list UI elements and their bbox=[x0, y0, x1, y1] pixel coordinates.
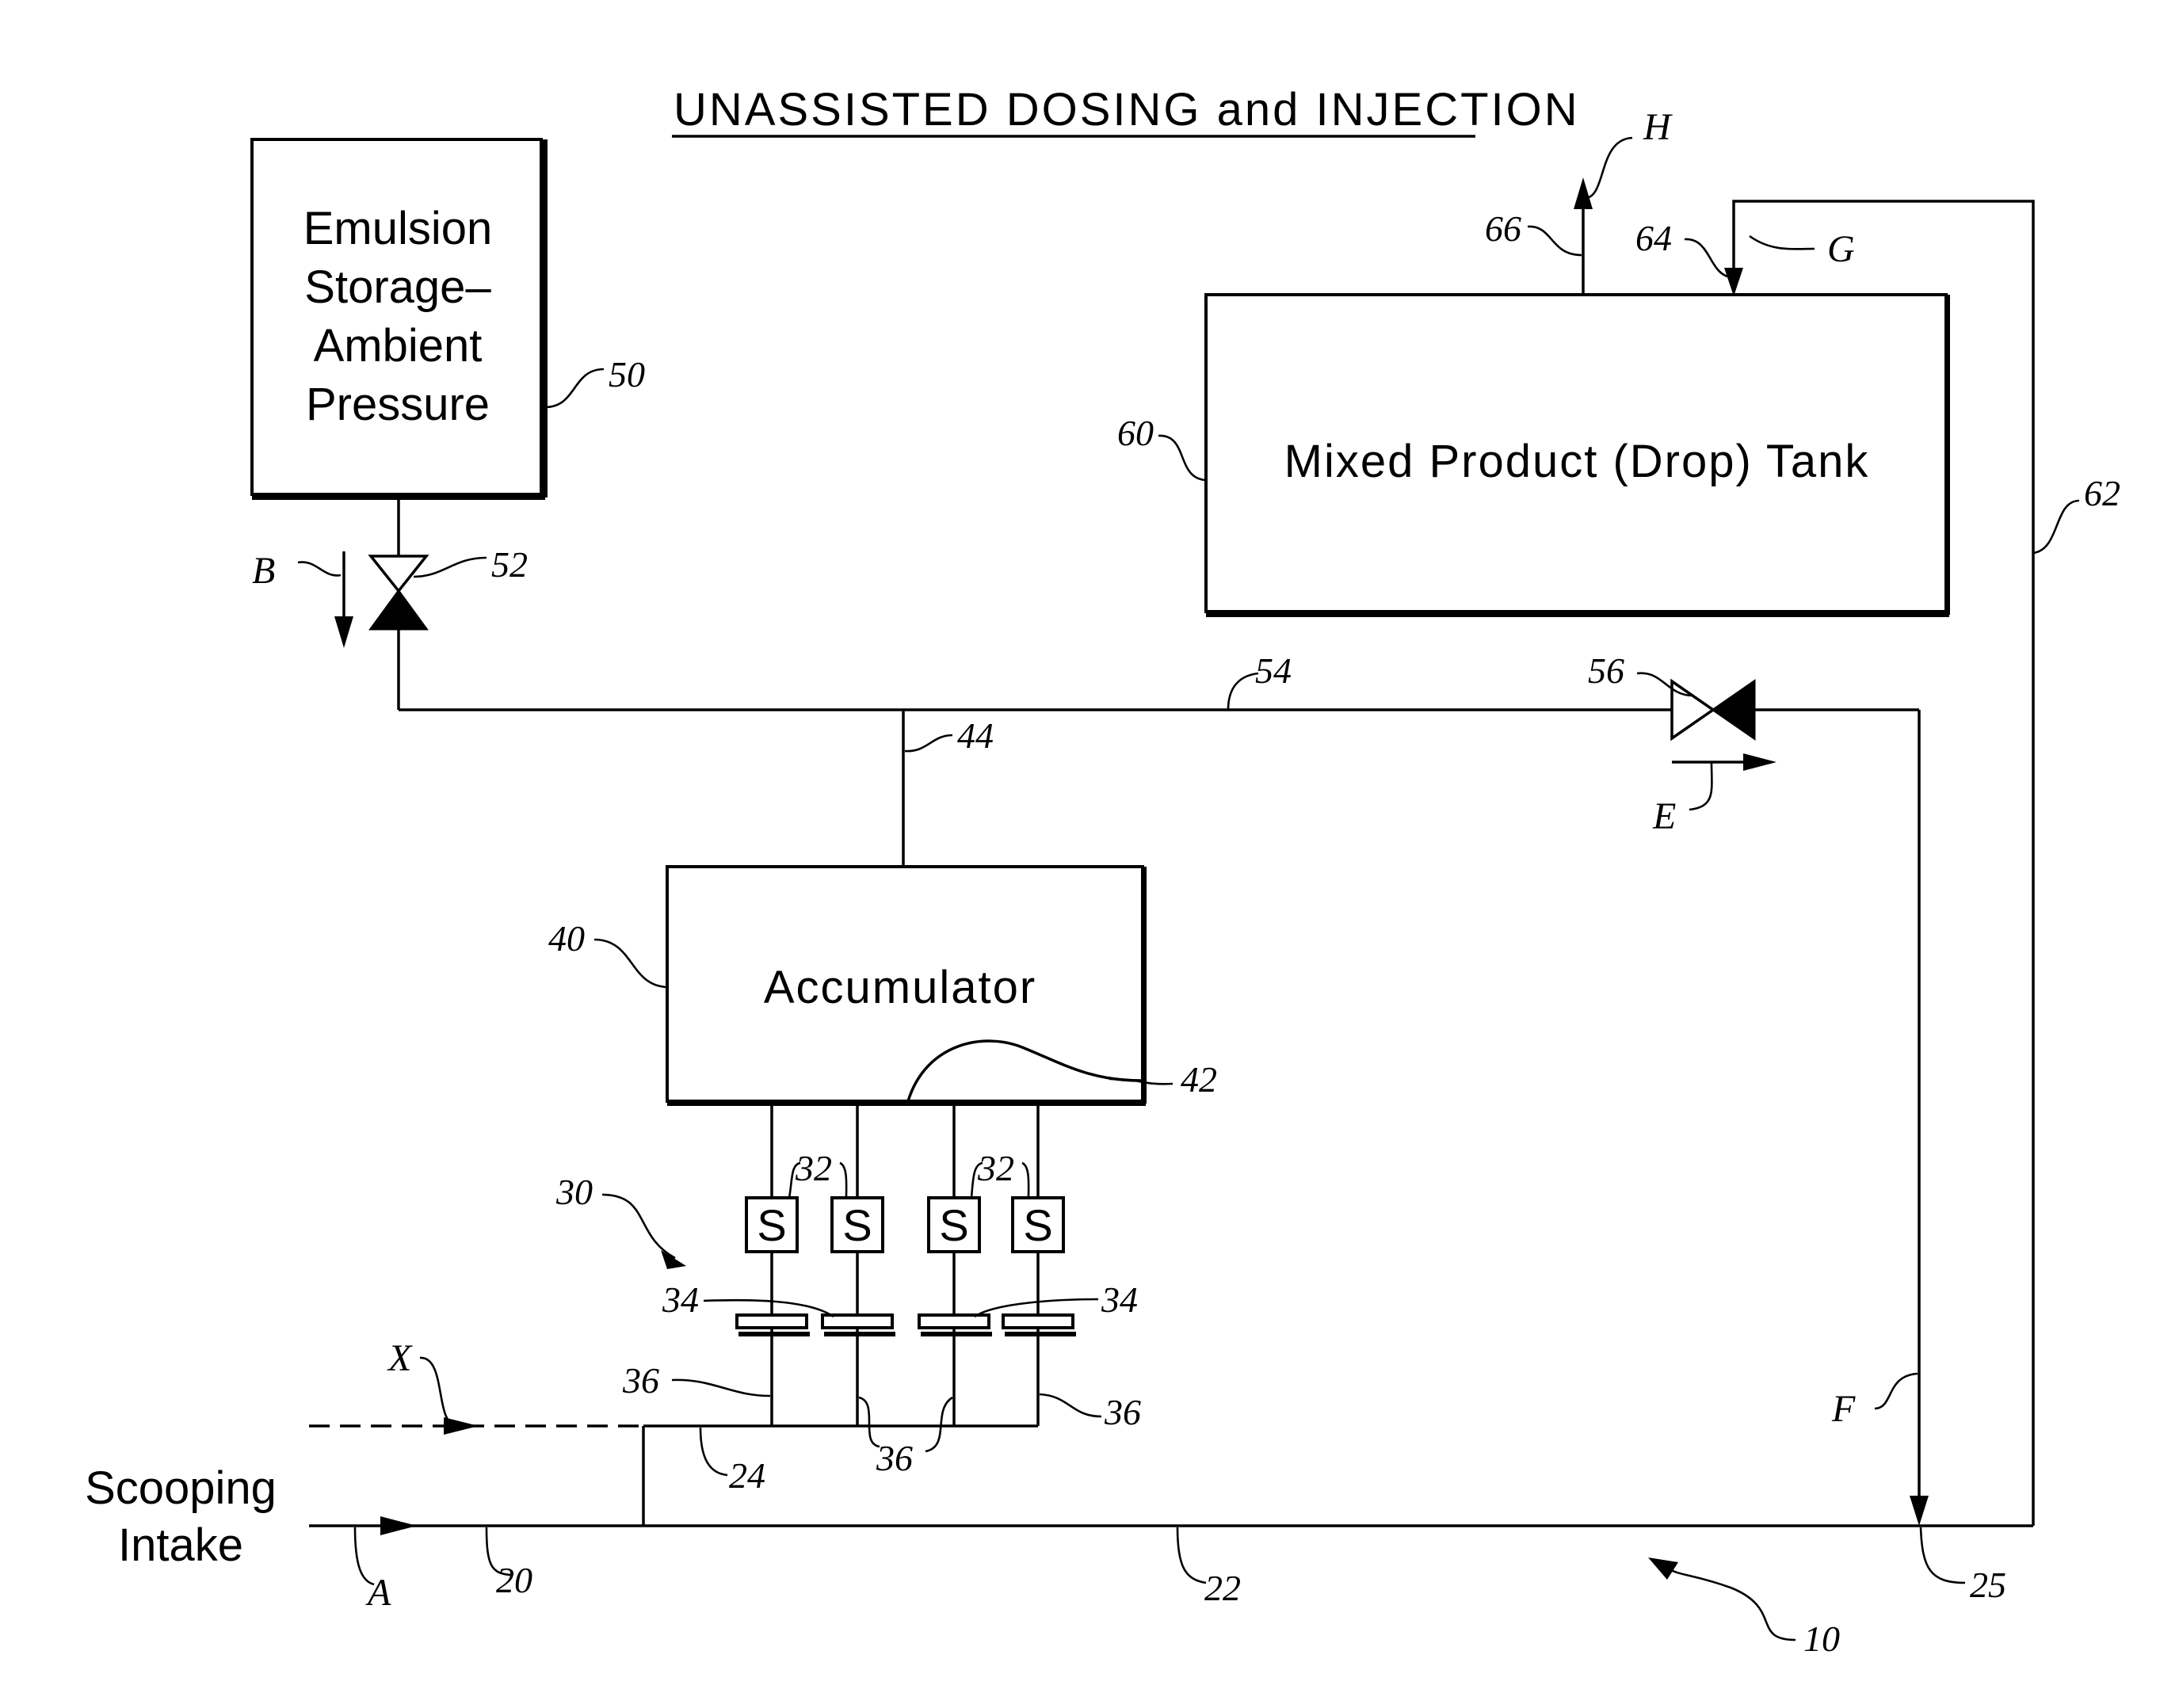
flow-e-arrowhead bbox=[1743, 753, 1776, 771]
ref-42: 42 bbox=[1181, 1059, 1217, 1100]
solenoid-3: S bbox=[929, 1198, 979, 1252]
leader-30 bbox=[602, 1195, 675, 1258]
emulsion-storage-label-3: Ambient bbox=[314, 320, 483, 372]
flow-label-a: A bbox=[365, 1572, 391, 1614]
leader-h bbox=[1585, 138, 1632, 198]
accumulator-label: Accumulator bbox=[764, 962, 1036, 1013]
leader-x bbox=[420, 1358, 453, 1424]
arrow-10-head bbox=[1648, 1557, 1678, 1580]
scooping-intake-label-1: Scooping bbox=[85, 1462, 277, 1514]
ref-32-right: 32 bbox=[977, 1148, 1014, 1188]
ref-25: 25 bbox=[1970, 1565, 2006, 1605]
leader-b bbox=[298, 562, 341, 576]
solenoid-2: S bbox=[832, 1198, 883, 1252]
ref-66: 66 bbox=[1485, 208, 1521, 249]
flow-h-arrowhead bbox=[1574, 177, 1593, 209]
leader-64 bbox=[1685, 239, 1732, 277]
flow-f-arrowhead bbox=[1910, 1496, 1929, 1526]
ref-22: 22 bbox=[1204, 1568, 1241, 1608]
leader-32-left-b bbox=[840, 1163, 846, 1198]
solenoid-4: S bbox=[1013, 1198, 1063, 1252]
leader-32-right-b bbox=[1022, 1163, 1028, 1198]
leader-54 bbox=[1228, 673, 1258, 710]
emulsion-storage-label-4: Pressure bbox=[306, 379, 490, 430]
flow-label-b: B bbox=[252, 550, 275, 592]
leader-e bbox=[1689, 762, 1712, 810]
leader-36-c bbox=[925, 1397, 952, 1451]
ref-62: 62 bbox=[2084, 473, 2120, 513]
leader-66 bbox=[1528, 227, 1582, 255]
ref-30: 30 bbox=[555, 1172, 593, 1212]
ref-34-right: 34 bbox=[1101, 1279, 1138, 1320]
nozzle-plate-3 bbox=[919, 1315, 992, 1334]
leader-50 bbox=[545, 369, 604, 407]
diagram-title: UNASSISTED DOSING and INJECTION bbox=[674, 84, 1580, 135]
nozzle-plate-4 bbox=[1003, 1315, 1076, 1334]
ref-50: 50 bbox=[609, 354, 645, 395]
ref-60: 60 bbox=[1117, 413, 1154, 453]
accumulator-box: Accumulator bbox=[667, 867, 1146, 1104]
leader-60 bbox=[1158, 436, 1206, 480]
svg-text:S: S bbox=[842, 1200, 872, 1250]
flow-label-h: H bbox=[1643, 106, 1673, 148]
leader-24 bbox=[700, 1428, 727, 1475]
flow-label-x: X bbox=[387, 1337, 413, 1379]
flow-a-arrowhead bbox=[380, 1516, 417, 1535]
ref-36-b: 36 bbox=[876, 1438, 913, 1478]
leader-f bbox=[1875, 1374, 1918, 1409]
valve-56 bbox=[1672, 681, 1754, 738]
leader-36-a bbox=[672, 1380, 770, 1396]
leader-g bbox=[1750, 236, 1815, 249]
nozzle-plate-1 bbox=[737, 1315, 810, 1334]
ref-10: 10 bbox=[1803, 1618, 1840, 1659]
emulsion-storage-label-2: Storage– bbox=[304, 261, 491, 313]
flow-label-e: E bbox=[1652, 795, 1676, 837]
flow-label-f: F bbox=[1831, 1388, 1856, 1430]
ref-20: 20 bbox=[496, 1560, 532, 1600]
ref-36-d: 36 bbox=[1104, 1392, 1141, 1432]
leader-40 bbox=[594, 940, 667, 987]
ref-44: 44 bbox=[957, 715, 994, 756]
scooping-intake-label-2: Intake bbox=[118, 1519, 243, 1571]
drop-tank-box: Mixed Product (Drop) Tank bbox=[1206, 295, 1949, 615]
leader-25 bbox=[1921, 1527, 1965, 1583]
flow-b-arrowhead bbox=[334, 616, 353, 648]
arrow-30-head bbox=[661, 1250, 686, 1269]
leader-44 bbox=[905, 735, 952, 751]
svg-text:S: S bbox=[939, 1200, 968, 1250]
ref-52: 52 bbox=[491, 544, 528, 585]
flow-g-arrowhead bbox=[1724, 268, 1743, 296]
leader-36-d bbox=[1040, 1394, 1101, 1416]
leader-62 bbox=[2033, 501, 2079, 553]
ref-36-a: 36 bbox=[622, 1360, 659, 1401]
svg-text:S: S bbox=[757, 1200, 786, 1250]
ref-64: 64 bbox=[1635, 218, 1672, 258]
leader-10 bbox=[1666, 1567, 1796, 1640]
ref-24: 24 bbox=[729, 1455, 765, 1496]
ref-40: 40 bbox=[548, 918, 585, 959]
drop-tank-label: Mixed Product (Drop) Tank bbox=[1284, 436, 1870, 487]
nozzle-plate-2 bbox=[822, 1315, 895, 1334]
emulsion-storage-box: Emulsion Storage– Ambient Pressure bbox=[252, 139, 545, 498]
ref-32-left: 32 bbox=[795, 1148, 832, 1188]
leader-52 bbox=[414, 558, 487, 577]
ref-56: 56 bbox=[1588, 650, 1624, 691]
valve-52 bbox=[371, 556, 426, 629]
ref-34-left: 34 bbox=[662, 1279, 699, 1320]
emulsion-storage-label-1: Emulsion bbox=[303, 203, 493, 254]
ref-54: 54 bbox=[1255, 650, 1292, 691]
accumulator-membrane-42 bbox=[908, 1041, 1141, 1101]
flow-label-g: G bbox=[1827, 228, 1855, 270]
leader-22 bbox=[1177, 1527, 1206, 1583]
inlet-pipe-64 bbox=[1734, 201, 2033, 1526]
solenoid-1: S bbox=[746, 1198, 797, 1252]
svg-text:S: S bbox=[1023, 1200, 1052, 1250]
